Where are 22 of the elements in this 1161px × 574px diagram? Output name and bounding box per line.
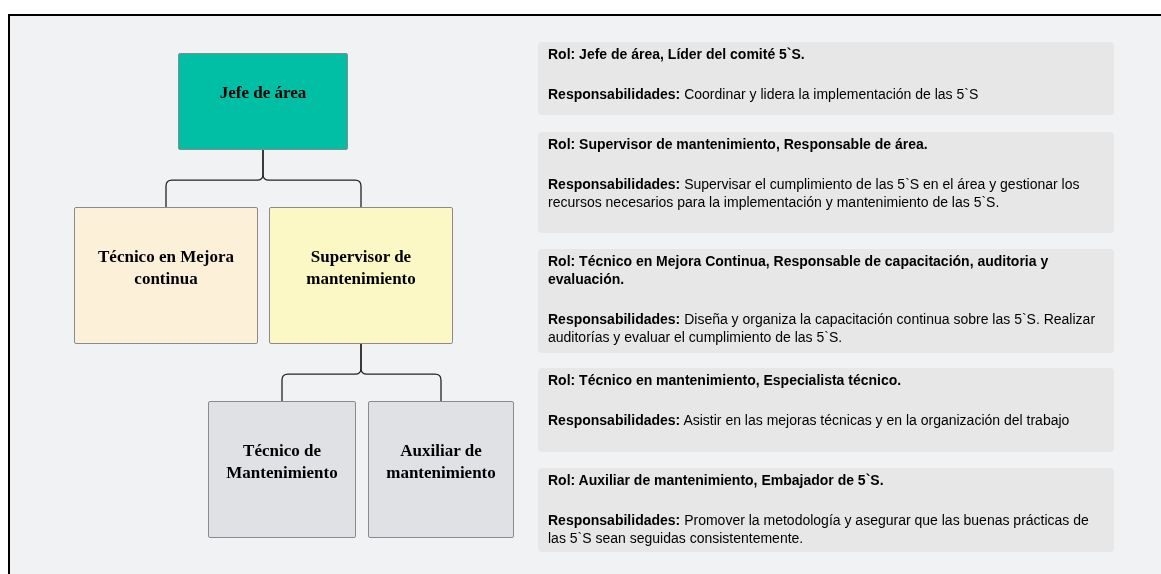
role-title: Técnico en Mejora continua [97,246,235,290]
responsibilities-text: Responsabilidades: Asistir en las mejoras técnicas y en la organización del trabajo [548,411,1071,429]
connector-line [262,149,362,208]
responsibilities-text: Responsabilidades: Diseña y organiza la capacitación continua sobre las 5`S. Realizar auditorías y evaluar el cumplimiento de las 5`S. [548,310,1097,346]
role-box [74,207,258,344]
role-box [208,401,356,538]
role-heading: Rol: Técnico en Mejora Continua, Responsable de capacitación, auditoria y evaluación. [548,252,1050,288]
role-title: Técnico de Mantenimiento [225,440,339,484]
role-box [269,207,453,344]
role-heading: Rol: Técnico en mantenimiento, Especialista técnico. [548,371,903,389]
role-box [368,401,514,538]
role-heading: Rol: Jefe de área, Líder del comité 5`S. [548,45,806,63]
responsibilities-text: Responsabilidades: Promover la metodología y asegurar que las buenas prácticas de las 5`S sean seguidas consistentemente. [548,511,1090,547]
role-heading: Rol: Auxiliar de mantenimiento, Embajador de 5`S. [548,471,885,489]
role-heading: Rol: Supervisor de mantenimiento, Responsable de área. [548,135,929,153]
role-box [178,53,348,150]
role-title: Auxiliar de mantenimiento [385,440,497,484]
role-title: Supervisor de mantenimiento [305,246,417,290]
connector-line [360,343,442,402]
responsibilities-text: Responsabilidades: Coordinar y lidera la implementación de las 5`S [548,85,980,103]
role-title: Jefe de área [219,82,307,104]
responsibilities-text: Responsabilidades: Supervisar el cumplimiento de las 5`S en el área y gestionar los recursos necesarios para la implementación y mantenimiento de las 5`S. [548,175,1081,211]
